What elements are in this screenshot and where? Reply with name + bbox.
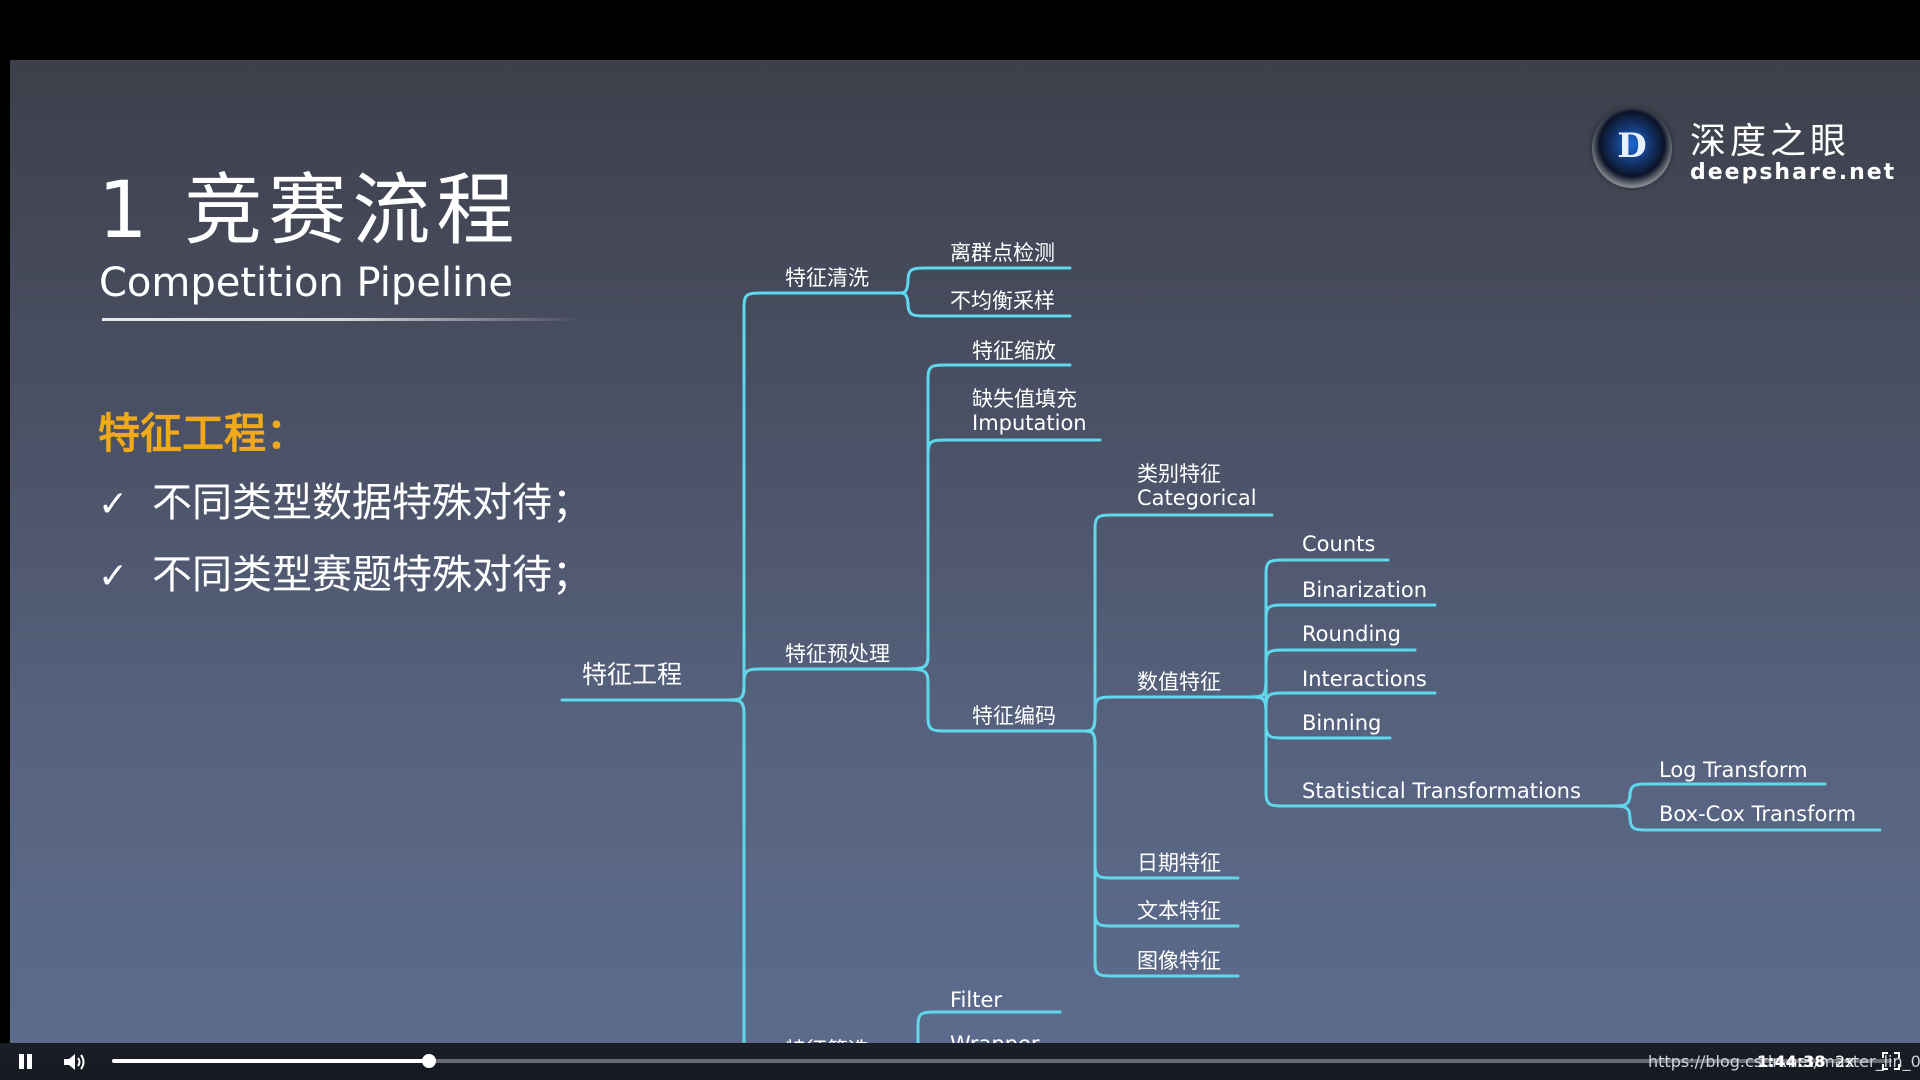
progress-scrubber-handle[interactable] bbox=[421, 1054, 436, 1068]
node-feature-preprocessing: 特征预处理 bbox=[785, 642, 890, 666]
node-binarization: Binarization bbox=[1302, 578, 1428, 602]
branch-feature-preprocessing bbox=[724, 667, 902, 702]
node-feature-engineering: 特征工程 bbox=[582, 660, 683, 689]
branch-feature-selection bbox=[724, 698, 746, 1043]
branch-imputation bbox=[898, 438, 1102, 671]
presentation-slide: 1 竞赛流程 Competition Pipeline 特征工程： ✓ 不同类型数… bbox=[10, 60, 1920, 1043]
logo-letter: D bbox=[1617, 126, 1647, 166]
volume-icon[interactable] bbox=[62, 1051, 88, 1073]
node-outlier-detection: 离群点检测 bbox=[950, 241, 1055, 265]
checkmark-icon: ✓ bbox=[98, 556, 129, 597]
node-rounding: Rounding bbox=[1302, 622, 1401, 646]
node-interactions: Interactions bbox=[1302, 667, 1427, 691]
section-heading: 特征工程： bbox=[98, 409, 309, 458]
branch-feature-encoding bbox=[898, 667, 1087, 733]
node-statistical-transformations: Statistical Transformations bbox=[1302, 779, 1581, 803]
slide-subtitle: Competition Pipeline bbox=[99, 260, 514, 306]
node-box-cox-transform: Box-Cox Transform bbox=[1659, 802, 1857, 826]
bullet-text: 不同类型赛题特殊对待； bbox=[152, 552, 592, 598]
branch-image-features bbox=[1083, 729, 1240, 978]
bullet-item: ✓ 不同类型数据特殊对待； bbox=[98, 470, 592, 528]
node-imbalanced-sampling: 不均衡采样 bbox=[950, 289, 1055, 313]
checkmark-icon: ✓ bbox=[98, 484, 129, 525]
logo-name: 深度之眼 bbox=[1690, 121, 1851, 162]
mind-map-diagram bbox=[560, 266, 1882, 1043]
branch-box-cox-transform bbox=[1608, 804, 1882, 832]
progress-fill bbox=[112, 1059, 429, 1063]
slide-title: 1 竞赛流程 bbox=[98, 166, 521, 256]
pause-icon bbox=[19, 1054, 24, 1069]
bullet-item: ✓ 不同类型赛题特殊对待； bbox=[98, 542, 592, 600]
node-categorical-cn: 类别特征 bbox=[1137, 462, 1221, 486]
node-text-features: 文本特征 bbox=[1137, 899, 1221, 923]
watermark-url: https://blog.csdn.net/master_lin_007 bbox=[1648, 1052, 1920, 1071]
time-display: 1:44:38 bbox=[1757, 1052, 1826, 1071]
branch-categorical bbox=[1083, 513, 1274, 733]
branch-numeric-features bbox=[1083, 695, 1252, 733]
pause-button[interactable] bbox=[16, 1053, 34, 1071]
fullscreen-icon[interactable] bbox=[1882, 1052, 1900, 1070]
node-log-transform: Log Transform bbox=[1659, 758, 1808, 782]
branch-filter bbox=[916, 1010, 1062, 1043]
node-imputation-en: Imputation bbox=[972, 411, 1087, 435]
node-filter: Filter bbox=[950, 988, 1003, 1012]
video-player-controls: https://blog.csdn.net/master_lin_007 1:4… bbox=[0, 1043, 1920, 1080]
eye-logo-icon bbox=[1592, 108, 1672, 188]
branch-imbalanced-sampling bbox=[898, 291, 1072, 318]
node-counts: Counts bbox=[1302, 532, 1376, 556]
node-numeric-features: 数值特征 bbox=[1137, 670, 1221, 694]
bullet-text: 不同类型数据特殊对待； bbox=[152, 480, 592, 526]
node-binning: Binning bbox=[1302, 711, 1382, 735]
node-feature-cleaning: 特征清洗 bbox=[785, 266, 869, 290]
node-wrapper: Wrapper bbox=[950, 1032, 1040, 1043]
playback-speed-button[interactable]: 2x bbox=[1835, 1052, 1855, 1071]
logo-domain: deepshare.net bbox=[1690, 160, 1897, 185]
subtitle-underline bbox=[102, 318, 582, 321]
node-date-features: 日期特征 bbox=[1137, 851, 1221, 875]
node-feature-encoding: 特征编码 bbox=[972, 704, 1056, 728]
node-feature-selection: 特征筛选 bbox=[785, 1034, 869, 1043]
node-categorical-en: Categorical bbox=[1137, 486, 1257, 510]
progress-bar[interactable] bbox=[112, 1054, 1892, 1068]
branch-statistical-transformations bbox=[1248, 695, 1612, 808]
node-image-features: 图像特征 bbox=[1137, 949, 1221, 973]
node-feature-scaling: 特征缩放 bbox=[972, 339, 1056, 363]
node-imputation-cn: 缺失值填充 bbox=[972, 387, 1077, 411]
